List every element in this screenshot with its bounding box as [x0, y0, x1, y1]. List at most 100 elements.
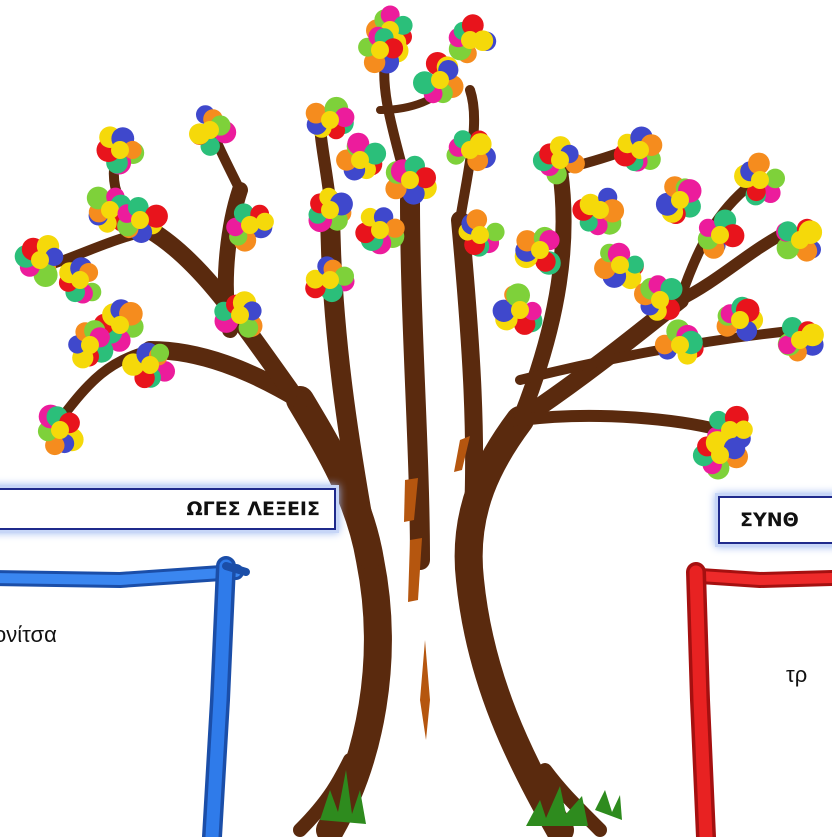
blossom-center	[241, 216, 259, 234]
blossom-cluster	[37, 404, 84, 456]
blossom-cluster	[68, 320, 114, 369]
blossom-petal	[492, 299, 515, 322]
blossom-cluster	[655, 176, 702, 224]
blossom-center	[611, 256, 629, 274]
blossom-cluster	[305, 256, 355, 303]
blossom-center	[201, 121, 219, 139]
blossom-cluster	[458, 209, 505, 257]
blossom-cluster	[514, 226, 561, 275]
blossom-center	[471, 226, 489, 244]
blossom-cluster	[93, 299, 144, 352]
blossom-center	[401, 171, 419, 189]
blossom-center	[511, 301, 529, 319]
blossom-cluster	[777, 317, 824, 362]
blossom-center	[551, 151, 569, 169]
blossom-cluster	[572, 187, 625, 236]
blossom-center	[71, 271, 89, 289]
blossom-cluster	[594, 242, 644, 290]
blossom-cluster	[96, 126, 145, 175]
blossom-petal	[334, 266, 354, 286]
blossom-cluster	[716, 296, 764, 342]
blossom-center	[81, 336, 99, 354]
blossom-center	[791, 331, 809, 349]
blossom-petal	[150, 343, 170, 362]
blossom-petal	[347, 132, 370, 155]
blossom-center	[671, 336, 689, 354]
blossom-cluster	[122, 342, 175, 389]
blossom-cluster	[613, 126, 663, 172]
blossom-center	[371, 41, 389, 59]
blossom-petal	[255, 212, 274, 231]
left-category-title: ΩΓΕΣ ΛΕΞΕΙΣ	[186, 498, 320, 520]
blossom-cluster	[446, 130, 496, 172]
blossom-cluster	[634, 275, 683, 321]
blossoms	[14, 5, 824, 480]
right-word: τρ	[786, 662, 808, 687]
blossom-petal	[364, 142, 387, 165]
blossom-petal	[305, 269, 325, 289]
blossom-center	[371, 221, 389, 239]
blossom-center	[321, 201, 339, 219]
left-word: ονίτσα	[0, 622, 57, 647]
blossom-petal	[594, 257, 616, 280]
blossom-center	[631, 141, 649, 159]
blossom-cluster	[355, 207, 405, 255]
blossom-center	[671, 191, 689, 209]
right-category-label: ΣΥΝΘ	[718, 496, 832, 544]
blossom-petal	[380, 5, 400, 25]
blossom-cluster	[448, 14, 497, 64]
blossom-cluster	[214, 291, 263, 338]
blossom-petal	[486, 222, 505, 242]
blossom-petal	[144, 204, 168, 228]
blossom-cluster	[226, 203, 274, 252]
blossom-petal	[33, 263, 58, 287]
blossom-petal	[734, 420, 753, 439]
blossom-petal	[466, 209, 488, 230]
blossom-petal	[334, 107, 355, 128]
blossom-petal	[45, 247, 64, 266]
blossom-petal	[748, 152, 770, 175]
blossom-center	[711, 446, 729, 464]
blossom-petal	[765, 168, 785, 189]
blossom-cluster	[697, 209, 745, 259]
blossom-petal	[415, 167, 436, 189]
blossom-cluster	[189, 105, 237, 156]
right-frame	[686, 562, 832, 837]
blossom-cluster	[413, 52, 464, 104]
blossom-center	[101, 201, 119, 219]
blossom-center	[111, 141, 129, 159]
blossom-center	[651, 291, 669, 309]
blossom-center	[351, 151, 369, 169]
blossom-petal	[385, 178, 407, 200]
blossom-petal	[723, 437, 746, 460]
blossom-center	[231, 306, 249, 324]
blossom-center	[141, 356, 159, 374]
blossom-petal	[625, 255, 644, 274]
blossom-cluster	[117, 197, 168, 243]
blossom-petal	[385, 218, 405, 238]
blossom-petal	[461, 14, 484, 37]
blossom-petal	[413, 71, 437, 95]
blossom-petal	[355, 222, 376, 244]
blossom-center	[321, 111, 339, 129]
blossom-cluster	[532, 136, 585, 185]
blossom-center	[461, 141, 479, 159]
blossom-center	[51, 421, 69, 439]
blossom-petal	[654, 334, 675, 355]
blossom-petal	[506, 283, 530, 308]
blossom-cluster	[492, 283, 543, 335]
left-category-label: ΩΓΕΣ ΛΕΞΕΙΣ	[0, 488, 336, 530]
blossom-center	[531, 241, 549, 259]
blossom-center	[591, 201, 609, 219]
blossom-center	[711, 226, 729, 244]
blossom-center	[791, 231, 809, 249]
blossom-cluster	[308, 187, 353, 233]
blossom-petal	[123, 140, 142, 160]
blossom-cluster	[336, 132, 387, 181]
blossom-center	[131, 211, 149, 229]
blossom-cluster	[305, 96, 355, 140]
grass	[320, 770, 622, 826]
